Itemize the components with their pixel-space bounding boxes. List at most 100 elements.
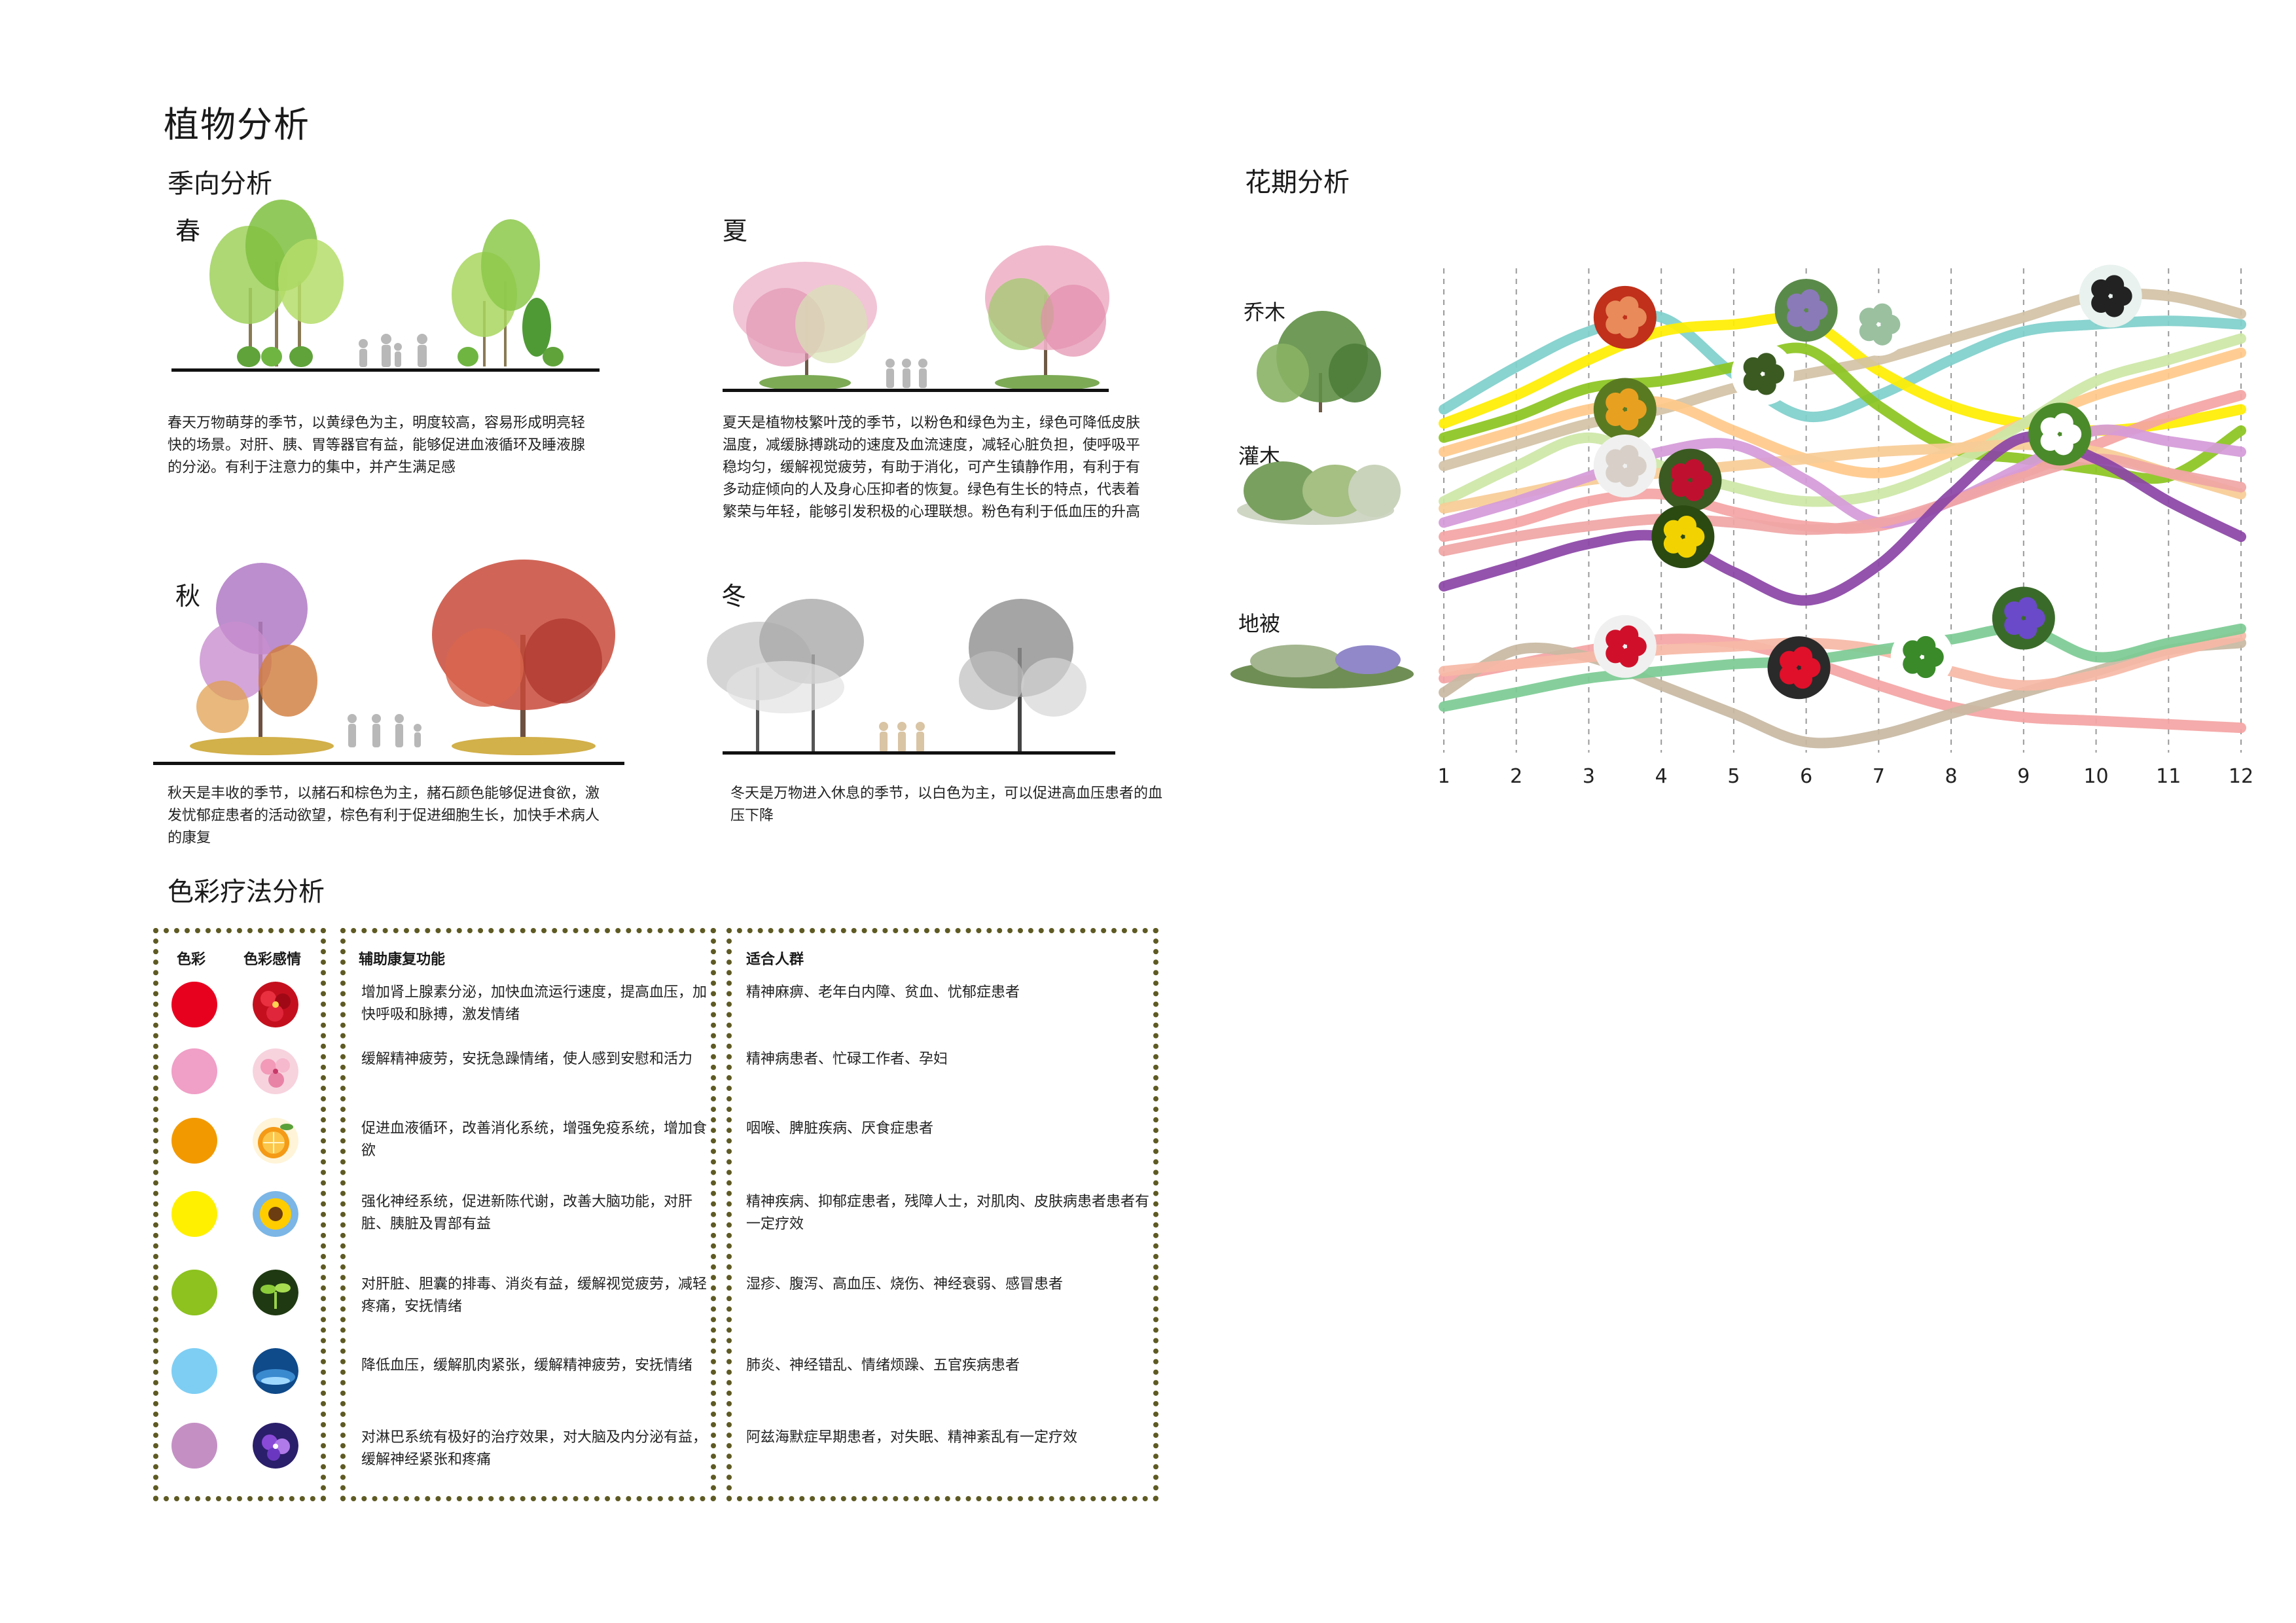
flower-photo-icon xyxy=(1593,615,1657,678)
color-swatch-orange xyxy=(171,1118,217,1164)
people-silhouette-icon xyxy=(359,334,427,367)
group-green: 湿疹、腹泻、高血压、烧伤、神经衰弱、感冒患者 xyxy=(746,1276,1064,1293)
row-label-groundcover: 地被 xyxy=(1238,611,1281,636)
x-tick-label: 9 xyxy=(2017,765,2030,788)
group-blue: 肺炎、神经错乱、情绪烦躁、五官疾病患者 xyxy=(746,1357,1020,1374)
spring-label: 春 xyxy=(175,217,201,245)
function-pink: 缓解精神疲劳，安抚急躁情绪，使人感到安慰和活力 xyxy=(361,1051,693,1067)
color-swatch-yellow xyxy=(171,1191,217,1237)
flower-photo-icon xyxy=(1731,342,1795,406)
purple-flower-icon xyxy=(253,1423,298,1469)
therapy-group-panel xyxy=(726,928,1158,1501)
function-yellow: 强化神经系统，促进新陈代谢，改善大脑功能，对肝脏、胰脏及胃部有益 xyxy=(361,1194,693,1232)
flower-photo-icon xyxy=(1593,435,1657,497)
summer-pink-tree-left-icon xyxy=(733,262,877,391)
x-tick-label: 12 xyxy=(2229,765,2253,788)
orange-fruit-icon xyxy=(253,1118,298,1164)
header-color: 色彩 xyxy=(177,952,206,968)
autumn-label: 秋 xyxy=(175,582,201,611)
therapy-heading: 色彩疗法分析 xyxy=(168,877,325,907)
shrub-group-icon xyxy=(1237,461,1401,525)
group-purple: 阿兹海默症早期患者，对失眠、精神紊乱有一定疗效 xyxy=(746,1429,1078,1446)
header-group: 适合人群 xyxy=(746,952,804,968)
flower-photo-icon xyxy=(1767,636,1831,700)
color-swatch-blue xyxy=(171,1348,217,1394)
x-tick-label: 7 xyxy=(1873,765,1885,788)
spring-ground-line xyxy=(171,368,600,372)
summer-label: 夏 xyxy=(723,217,748,245)
flowering-plant-illustrations xyxy=(1230,311,1414,688)
header-emotion: 色彩感情 xyxy=(243,952,302,968)
x-tick-label: 1 xyxy=(1437,765,1450,788)
series-line-0-3 xyxy=(1439,342,2246,484)
people-silhouette-icon xyxy=(886,359,927,388)
winter-ground-line xyxy=(723,751,1115,755)
group-yellow: 精神疾病、抑郁症患者，残障人士，对肌肉、皮肤病患者患者有一定疗效 xyxy=(746,1194,1150,1232)
spring-tree-left-icon xyxy=(209,200,344,367)
x-tick-label: 3 xyxy=(1583,765,1595,788)
therapy-function-panel xyxy=(340,928,716,1501)
color-swatch-purple xyxy=(171,1423,217,1469)
spring-text: 春天万物萌芽的季节，以黄绿色为主，明度较高，容易形成明亮轻快的场景。对肝、胰、胃… xyxy=(168,415,586,476)
autumn-illustration xyxy=(190,560,615,755)
sunflower-icon xyxy=(253,1191,298,1237)
x-tick-label: 10 xyxy=(2083,765,2108,788)
sprout-icon xyxy=(253,1270,298,1315)
pink-flower-icon xyxy=(253,1048,298,1094)
groundcover-group-icon xyxy=(1230,645,1414,688)
header-function: 辅助康复功能 xyxy=(359,952,446,968)
autumn-text: 秋天是丰收的季节，以赭石和棕色为主，赭石颜色能够促进食欲，激发忧郁症患者的活动欲… xyxy=(168,785,600,846)
group-pink: 精神病患者、忙碌工作者、孕妇 xyxy=(746,1051,948,1067)
flower-photo-icon xyxy=(2028,402,2092,466)
flower-photo-icon xyxy=(1890,626,1954,688)
page-title: 植物分析 xyxy=(164,104,310,145)
spring-tree-right-icon xyxy=(452,219,564,366)
function-red: 增加肾上腺素分泌，加快血流运行速度，提高血压，加快呼吸和脉搏，激发情绪 xyxy=(361,984,708,1023)
autumn-red-tree-icon xyxy=(432,560,615,755)
flowering-heading: 花期分析 xyxy=(1245,168,1350,198)
spring-illustration xyxy=(209,200,564,367)
flower-photo-icon xyxy=(1593,378,1657,441)
function-purple: 对淋巴系统有极好的治疗效果，对大脑及内分泌有益，缓解神经紧张和疼痛 xyxy=(361,1429,708,1468)
x-tick-label: 6 xyxy=(1800,765,1812,788)
autumn-ground-line xyxy=(153,762,624,765)
series-line-1-4 xyxy=(1439,431,2246,606)
series-line-0-4 xyxy=(1439,347,2246,478)
people-silhouette-icon xyxy=(348,714,422,747)
people-silhouette-icon xyxy=(879,722,925,753)
seasonal-heading: 季向分析 xyxy=(168,169,272,199)
flower-photo-icon xyxy=(1992,586,2055,650)
x-tick-label: 4 xyxy=(1655,765,1668,788)
color-swatch-red xyxy=(171,982,217,1027)
color-swatch-green xyxy=(171,1270,217,1315)
color-swatch-pink xyxy=(171,1048,217,1094)
summer-text: 夏天是植物枝繁叶茂的季节，以粉色和绿色为主，绿色可降低皮肤温度，减缓脉搏跳动的速… xyxy=(723,415,1141,520)
flower-photo-icon xyxy=(1659,448,1722,512)
flower-photo-icon xyxy=(1593,285,1657,349)
x-tick-label: 5 xyxy=(1727,765,1740,788)
function-orange: 促进血液循环，改善消化系统，增强免疫系统，增加食欲 xyxy=(361,1120,708,1159)
water-icon xyxy=(253,1348,298,1394)
flower-photo-icon xyxy=(1651,505,1715,569)
group-orange: 咽喉、脾脏疾病、厌食症患者 xyxy=(746,1120,934,1137)
x-tick-label: 11 xyxy=(2156,765,2181,788)
function-green: 对肝脏、胆囊的排毒、消炎有益，缓解视觉疲劳，减轻疼痛，安抚情绪 xyxy=(361,1276,708,1315)
flower-photo-icon xyxy=(1847,293,1910,356)
flower-photo-icon xyxy=(1774,279,1838,342)
series-line-2-3 xyxy=(1439,622,2246,712)
row-label-tree: 乔木 xyxy=(1244,300,1286,325)
x-tick-label: 8 xyxy=(1945,765,1958,788)
series-line-2-2 xyxy=(1439,630,2246,691)
tree-group-icon xyxy=(1257,311,1381,412)
winter-text: 冬天是万物进入休息的季节，以白色为主，可以促进高血压患者的血压下降 xyxy=(730,785,1163,824)
summer-pink-tree-right-icon xyxy=(985,245,1109,391)
summer-illustration xyxy=(733,245,1109,391)
winter-illustration xyxy=(707,599,1086,753)
red-flower-icon xyxy=(253,982,298,1027)
series-line-1-2 xyxy=(1439,424,2246,529)
winter-grey-tree-left-icon xyxy=(707,599,864,753)
x-tick-label: 2 xyxy=(1510,765,1522,788)
flower-photo-icon xyxy=(2079,264,2142,328)
group-red: 精神麻痹、老年白内障、贫血、忧郁症患者 xyxy=(746,984,1020,1001)
function-blue: 降低血压，缓解肌肉紧张，缓解精神疲劳，安抚情绪 xyxy=(361,1357,693,1374)
